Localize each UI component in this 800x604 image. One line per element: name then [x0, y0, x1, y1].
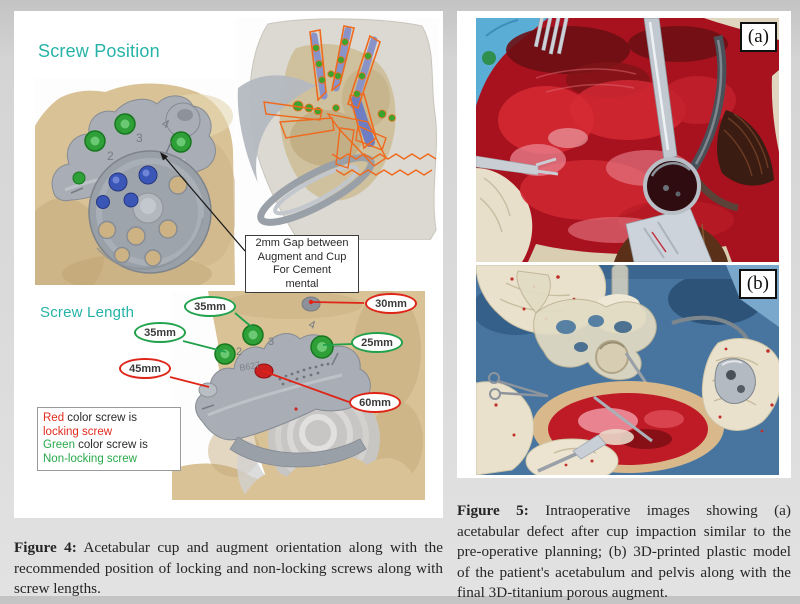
screw-color-legend: Red color screw is locking screw Green c… — [37, 407, 181, 471]
engraving-2b: 2 — [236, 346, 242, 358]
titanium-augment — [714, 358, 756, 404]
impacted-cup-icon — [643, 157, 701, 215]
label-text: 60mm — [359, 396, 391, 409]
screw-length-title: Screw Length — [40, 304, 135, 321]
spatula-instrument-icon — [537, 434, 607, 473]
engraving-3b: 3 — [268, 336, 274, 348]
cement-gap-annotation: 2mm Gap between Augment and Cup For Ceme… — [245, 235, 359, 293]
screw-length-label-35mm: 35mm — [134, 322, 186, 343]
legend-text: color screw is — [74, 439, 148, 451]
left-fork-instrument-icon — [476, 155, 539, 176]
figure5-caption-label: Figure 5: — [457, 502, 529, 520]
legend-green-word: Green — [43, 439, 75, 451]
legend-row: Green color screw is — [43, 439, 175, 453]
figure5-caption: Figure 5: Intraoperative images showing … — [457, 501, 791, 604]
legend-row: Red color screw is — [43, 412, 175, 426]
acetabular-cup — [88, 150, 212, 274]
screw-length-label-30mm: 30mm — [365, 293, 417, 314]
panel-b-label: (b) — [738, 269, 777, 299]
legend-text: color screw is — [64, 412, 137, 424]
figure4-caption: Figure 4: Acetabular cup and augment ori… — [14, 538, 443, 600]
cup-ring-side — [257, 154, 375, 226]
bent-rod-icon — [671, 315, 750, 343]
label-text: 35mm — [144, 326, 176, 339]
annotation-line: mental — [285, 277, 319, 290]
screw-length-label-60mm: 60mm — [349, 392, 401, 413]
label-text: 30mm — [375, 297, 407, 310]
fork-retractor-icon — [533, 18, 570, 55]
figure4-caption-text: Acetabular cup and augment orientation a… — [14, 539, 443, 598]
screw-length-label-45mm: 45mm — [119, 358, 171, 379]
cup-augment-front-render: 2 3 4 B627 — [35, 78, 235, 285]
figure4-panel: Screw Position — [14, 11, 443, 518]
figure5-caption-text: Intraoperative images showing (a) acetab… — [457, 502, 791, 602]
annotation-line: 2mm Gap between — [255, 237, 349, 249]
photo-b-render — [476, 265, 779, 475]
legend-red-word: Red — [43, 412, 65, 424]
plastic-pelvis-model — [516, 270, 657, 381]
panel-a-label: (a) — [739, 22, 777, 52]
iliac-crest-metal-edge — [237, 75, 316, 183]
screw-position-title: Screw Position — [38, 41, 160, 61]
planning-outlines — [263, 101, 437, 176]
label-text: 25mm — [361, 336, 393, 349]
figure4-caption-label: Figure 4: — [14, 539, 77, 557]
intraoperative-photo-a: (a) — [476, 18, 779, 262]
annotation-line: For Cement — [272, 264, 332, 276]
screw-length-label-25mm: 25mm — [351, 332, 403, 353]
photo-a-render — [476, 18, 779, 262]
planned-screws — [292, 25, 396, 150]
legend-row: locking screw — [43, 425, 113, 438]
engraving-3: 3 — [136, 131, 143, 145]
label-text: 35mm — [194, 300, 226, 313]
legend-row: Non-locking screw — [43, 452, 137, 465]
intraoperative-photo-b: (b) — [476, 265, 779, 475]
screw-length-label-35mm: 35mm — [184, 296, 236, 317]
engraving-2: 2 — [107, 149, 114, 163]
implant-code-b: B627 — [239, 359, 261, 373]
pelvis-transparent-render — [236, 18, 439, 240]
label-text: 45mm — [129, 362, 161, 375]
non-locking-screw-heads — [72, 113, 192, 185]
scissors-icon — [488, 372, 549, 400]
figure5-panel: (a) — [457, 11, 791, 478]
annotation-line: Augment and Cup — [257, 250, 347, 263]
engraving-4b: 4 — [307, 319, 317, 332]
